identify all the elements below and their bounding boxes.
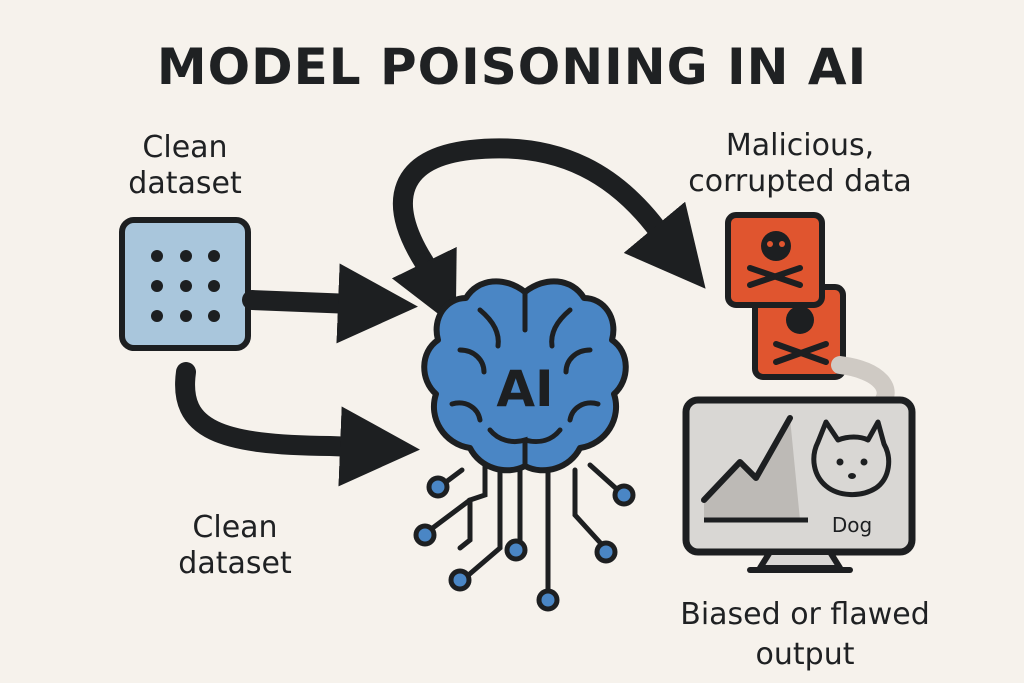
arrow-top-curve-into-brain xyxy=(392,138,706,289)
brain-icon: AI xyxy=(421,278,629,474)
malicious-data-line2: corrupted data xyxy=(688,164,912,199)
dataset-grid-icon xyxy=(119,217,251,351)
monitor-label: Dog xyxy=(832,513,872,537)
clean-dataset-label-bottom: Clean dataset xyxy=(150,510,320,582)
biased-output-label: Biased or flawed output xyxy=(640,595,970,675)
skull-crossbones-icon xyxy=(725,212,846,380)
arrow-bottom-dataset-to-brain xyxy=(175,362,420,487)
page-title: MODEL POISONING IN AI xyxy=(156,38,868,96)
biased-output-line1: Biased or flawed xyxy=(680,597,930,632)
clean-dataset-bottom-line1: Clean xyxy=(192,510,278,545)
arrow-dataset-to-brain xyxy=(242,263,418,344)
malicious-data-label: Malicious, corrupted data xyxy=(640,128,960,200)
circuit-nodes xyxy=(413,475,636,612)
clean-dataset-label-top: Clean dataset xyxy=(100,130,270,202)
arrow-top-curve-tail xyxy=(391,246,457,328)
clean-dataset-bottom-line2: dataset xyxy=(178,546,292,581)
circuit-lines xyxy=(427,452,623,601)
malicious-data-line1: Malicious, xyxy=(725,128,875,163)
cat-icon xyxy=(811,419,892,497)
clean-dataset-top-line2: dataset xyxy=(128,166,242,201)
biased-output-line2: output xyxy=(755,637,855,672)
brain-label: AI xyxy=(496,360,553,418)
clean-dataset-top-line1: Clean xyxy=(142,130,228,165)
